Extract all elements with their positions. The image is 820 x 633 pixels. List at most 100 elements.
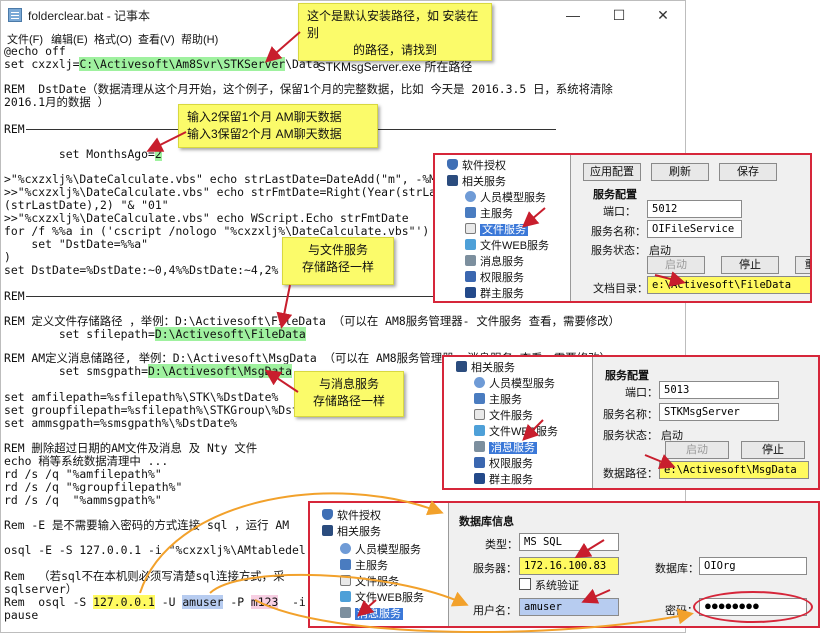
tree-item-services[interactable]: 相关服务	[322, 525, 381, 539]
port-field[interactable]: 5013	[659, 381, 779, 399]
service-status-label: 服务状态：	[591, 245, 646, 257]
tree-item-services[interactable]: 相关服务	[447, 175, 506, 189]
tree-item-person-model[interactable]: 人员模型服务	[465, 191, 546, 205]
data-path-field[interactable]: e:\Activesoft\MsgData	[659, 461, 809, 479]
service-tree: 软件授权 相关服务 人员模型服务 主服务 文件服务 文件WEB服务 消息服务	[310, 503, 449, 626]
service-config: 应用配置 刷新 保存 服务配置 端口： 5012 服务名称： OIFileSer…	[571, 155, 810, 301]
restart-button[interactable]: 重	[795, 256, 810, 274]
menu-help[interactable]: 帮助(H)	[181, 34, 219, 46]
tree-item-file[interactable]: 文件服务	[465, 223, 528, 237]
section-title: 服务配置	[605, 370, 649, 382]
web-icon	[340, 591, 351, 602]
code-line: REM	[4, 289, 25, 303]
tree-item-message[interactable]: 消息服务	[340, 607, 403, 621]
tree-item-message[interactable]: 消息服务	[465, 255, 524, 269]
tree-item-license[interactable]: 软件授权	[322, 509, 381, 523]
file-path-note: 与文件服务存储路径一样	[282, 237, 394, 285]
type-field[interactable]: MS SQL	[519, 533, 619, 551]
group-icon	[474, 473, 485, 484]
code-line: osql -E -S 127.0.0.1 -i "%cxzxlj%\AMtabl…	[4, 543, 327, 557]
code-line: set MonthsAgo=2	[4, 147, 162, 161]
menu-edit[interactable]: 编辑(E)	[51, 34, 88, 46]
code-line: set smsgpath=D:\Activesoft\MsgData	[4, 364, 293, 378]
menu-file[interactable]: 文件(F)	[7, 34, 44, 46]
apply-config-button[interactable]: 应用配置	[583, 163, 641, 181]
doc-dir-field[interactable]: e:\Activesoft\FileData	[647, 276, 810, 294]
section-title: 服务配置	[593, 189, 637, 201]
section-title: 数据库信息	[459, 516, 514, 528]
tree-item-group[interactable]: 群主服务	[465, 287, 524, 301]
close-button[interactable]: ✕	[657, 7, 669, 23]
file-path-highlight: D:\Activesoft\FileData	[154, 327, 306, 341]
menu-format[interactable]: 格式(O)	[94, 34, 132, 46]
menu-view[interactable]: 查看(V)	[138, 34, 175, 46]
save-button[interactable]: 保存	[719, 163, 777, 181]
notepad-icon	[8, 8, 22, 22]
tree-item-message[interactable]: 消息服务	[474, 441, 537, 455]
username-field[interactable]: amuser	[519, 598, 619, 616]
port-label: 端口：	[625, 387, 658, 399]
tree-item-file-web[interactable]: 文件WEB服务	[474, 425, 558, 439]
code-line: >>"%cxzxlj%\DateCalculate.vbs" echo WScr…	[4, 211, 409, 225]
code-line: REM DstDate（数据清理从这个月开始，这个例子，保留1个月的完整数据，比…	[4, 82, 613, 96]
service-config: 服务配置 端口： 5013 服务名称： STKMsgServer 服务状态： 启…	[593, 357, 818, 488]
tree-item-permission[interactable]: 权限服务	[474, 457, 533, 471]
code-line: rd /s /q "%amfilepath%"	[4, 467, 162, 481]
person-icon	[474, 377, 485, 388]
refresh-button[interactable]: 刷新	[651, 163, 709, 181]
tree-item-permission[interactable]: 权限服务	[465, 271, 524, 285]
maximize-button[interactable]: ☐	[612, 7, 626, 23]
tree-item-group[interactable]: 群主服务	[474, 473, 533, 487]
password-highlight-ring	[693, 591, 813, 623]
tree-item-person-model[interactable]: 人员模型服务	[474, 377, 555, 391]
tree-item-services[interactable]: 相关服务	[456, 361, 515, 375]
install-path-highlight: C:\Activesoft\Am8Svr\STKServer	[79, 57, 286, 71]
menu-bar: 文件(F) 编辑(E) 格式(O) 查看(V) 帮助(H)	[1, 29, 685, 47]
start-button[interactable]: 启动	[665, 441, 729, 459]
service-tree: 软件授权 相关服务 人员模型服务 主服务 文件服务 文件WEB服务 消息服务 权…	[435, 155, 571, 301]
code-line: set groupfilepath=%sfilepath%\STKGroup\%…	[4, 403, 334, 417]
document-icon	[465, 223, 476, 234]
person-icon	[465, 191, 476, 202]
person-icon	[340, 543, 351, 554]
server-label: 服务器：	[473, 563, 517, 575]
start-button[interactable]: 启动	[647, 256, 705, 274]
file-service-panel: 软件授权 相关服务 人员模型服务 主服务 文件服务 文件WEB服务 消息服务 权…	[433, 153, 812, 303]
code-line: set cxzxlj=C:\Activesoft\Am8Svr\STKServe…	[4, 57, 320, 71]
port-field[interactable]: 5012	[647, 200, 742, 218]
code-line: REM 删除超过日期的AM文件及消息 及 Nty 文件	[4, 441, 258, 455]
tree-item-file-web[interactable]: 文件WEB服务	[340, 591, 424, 605]
stop-button[interactable]: 停止	[721, 256, 779, 274]
service-tree: 相关服务 人员模型服务 主服务 文件服务 文件WEB服务 消息服务 权限服务 群…	[444, 357, 593, 488]
shield-icon	[322, 509, 333, 520]
database-panel: 软件授权 相关服务 人员模型服务 主服务 文件服务 文件WEB服务 消息服务 数…	[308, 501, 820, 628]
port-label: 端口：	[603, 206, 636, 218]
tree-item-license[interactable]: 软件授权	[447, 159, 506, 173]
code-line: REM	[4, 122, 25, 136]
tree-item-person-model[interactable]: 人员模型服务	[340, 543, 421, 557]
service-name-field[interactable]: STKMsgServer	[659, 403, 779, 421]
tree-item-main[interactable]: 主服务	[465, 207, 513, 221]
window-title: folderclear.bat - 记事本	[28, 9, 151, 23]
months-note: 输入2保留1个月 AM聊天数据输入3保留2个月 AM聊天数据	[178, 104, 378, 148]
monitor-icon	[456, 361, 467, 372]
tree-item-file[interactable]: 文件服务	[474, 409, 533, 423]
stop-button[interactable]: 停止	[741, 441, 805, 459]
minimize-button[interactable]: —	[566, 7, 580, 23]
type-label: 类型：	[485, 539, 518, 551]
server-field[interactable]: 172.16.100.83	[519, 557, 619, 575]
service-name-field[interactable]: OIFileService	[647, 220, 742, 238]
message-service-panel: 相关服务 人员模型服务 主服务 文件服务 文件WEB服务 消息服务 权限服务 群…	[442, 355, 820, 490]
message-icon	[340, 607, 351, 618]
tree-item-main[interactable]: 主服务	[340, 559, 388, 573]
code-line: set DstDate=%DstDate:~0,4%%DstDate:~4,2%	[4, 263, 279, 277]
tree-item-file[interactable]: 文件服务	[340, 575, 399, 589]
tree-item-file-web[interactable]: 文件WEB服务	[465, 239, 549, 253]
password-highlight: m123	[250, 595, 279, 609]
tree-item-main[interactable]: 主服务	[474, 393, 522, 407]
system-auth-checkbox[interactable]	[519, 578, 531, 590]
code-line: rd /s /q "%ammsgpath%"	[4, 493, 162, 507]
lock-icon	[465, 271, 476, 282]
database-field[interactable]: OIOrg	[699, 557, 807, 575]
service-status-label: 服务状态：	[603, 430, 658, 442]
